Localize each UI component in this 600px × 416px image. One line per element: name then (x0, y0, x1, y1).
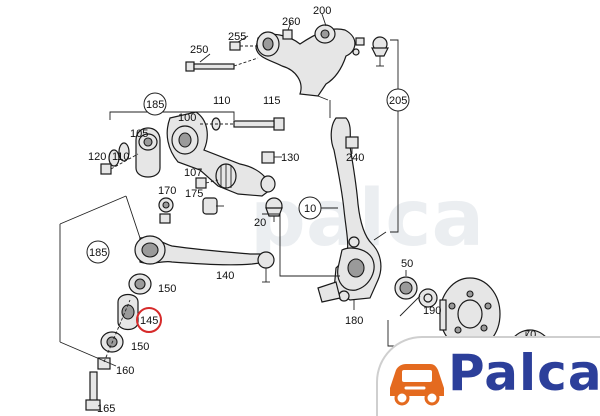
bubble-10 (298, 196, 322, 220)
bolt-255 (229, 41, 258, 51)
upper-ball-joint (371, 36, 389, 67)
label-group: 200 260 255 250 185 110 115 205 100 105 … (86, 5, 536, 415)
label-150-upper: 150 (158, 283, 176, 295)
label-20: 20 (254, 217, 266, 229)
label-115: 115 (263, 95, 281, 107)
bushing-105 (135, 127, 161, 178)
label-100: 100 (178, 112, 196, 124)
bolt-165 (85, 371, 101, 411)
label-110: 110 (213, 95, 231, 107)
bush-107 (195, 177, 219, 189)
label-110-left: 110 (112, 151, 130, 163)
bubble-185-lower (86, 240, 110, 264)
wheel-bearing-50 (394, 276, 418, 300)
bracket-205 (329, 39, 399, 241)
label-240: 240 (346, 152, 364, 164)
label-260: 260 (282, 16, 300, 28)
label-205: 205 (389, 95, 407, 107)
nut-175 (159, 213, 171, 224)
bolt-115 (200, 117, 285, 131)
bushing-145 (117, 293, 139, 331)
nut-260 (282, 29, 293, 40)
label-140: 140 (216, 270, 234, 282)
bush-175 (202, 197, 224, 215)
label-250: 250 (190, 44, 208, 56)
washer-small (352, 48, 360, 56)
label-105: 105 (130, 128, 148, 140)
brand-logo: Palca (376, 336, 600, 416)
tension-strut (134, 235, 275, 283)
label-185-lower: 185 (89, 247, 107, 259)
upper-control-arm (255, 24, 356, 101)
label-130: 130 (281, 152, 299, 164)
wheel-hub (439, 277, 501, 351)
highlight-ring-145 (136, 307, 162, 333)
steering-knuckle (317, 117, 382, 303)
car-icon (390, 364, 444, 406)
label-10: 10 (304, 203, 316, 215)
bubble-205 (386, 88, 410, 112)
label-175: 175 (185, 188, 203, 200)
bushing-lower-right (260, 175, 276, 193)
washer-110-left (100, 142, 139, 175)
label-170: 170 (158, 185, 176, 197)
part-240 (345, 136, 359, 154)
washer-170 (158, 197, 174, 213)
nut-130 (261, 151, 282, 164)
label-50: 50 (401, 258, 413, 270)
bubble-185-top (143, 92, 167, 116)
label-165: 165 (97, 403, 115, 415)
label-145: 145 (140, 315, 158, 327)
bushing-150-upper (128, 273, 152, 295)
label-150-lower: 150 (131, 341, 149, 353)
seal-190 (418, 288, 438, 308)
label-200: 200 (313, 5, 331, 17)
nut-160 (97, 357, 111, 370)
label-185-top: 185 (146, 99, 164, 111)
brand-name: Palca (448, 344, 600, 402)
label-107: 107 (184, 167, 202, 179)
label-180: 180 (345, 315, 363, 327)
label-120: 120 (88, 151, 106, 163)
bolt-250 (185, 57, 259, 72)
bracket-185-lower (59, 195, 141, 367)
label-255: 255 (228, 31, 246, 43)
lower-control-arm (166, 111, 271, 197)
nut-small (355, 37, 365, 46)
label-160: 160 (116, 365, 134, 377)
label-190: 190 (423, 305, 441, 317)
